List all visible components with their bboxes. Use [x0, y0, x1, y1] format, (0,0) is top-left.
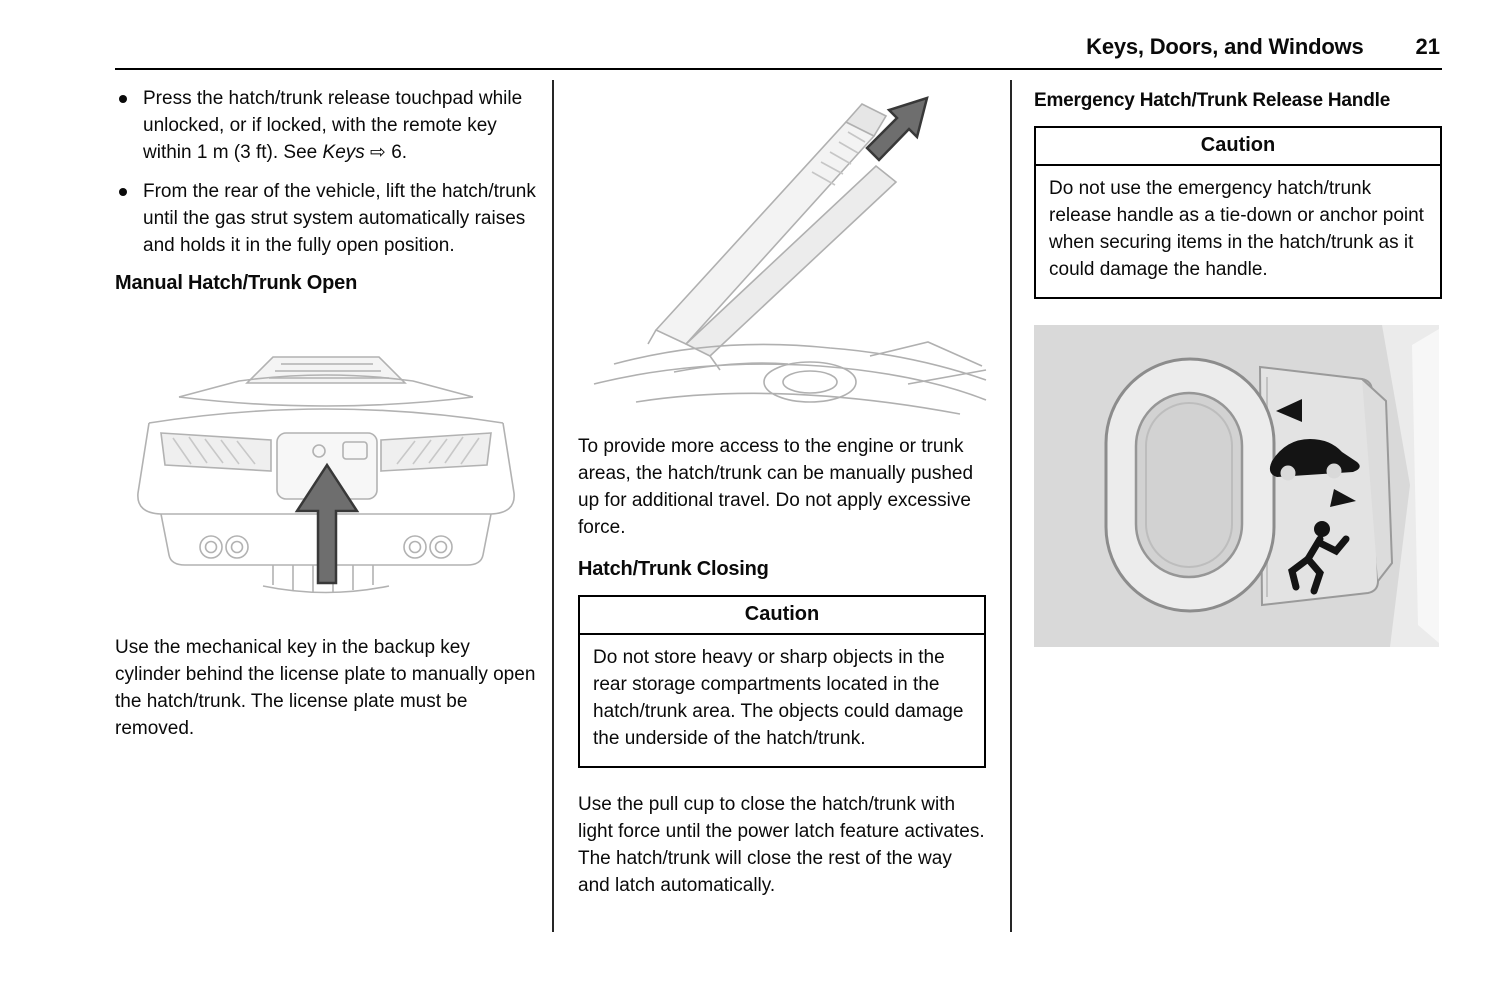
bullet1-text: Press the hatch/trunk release touchpad w…	[143, 88, 523, 163]
manual-open-caption: Use the mechanical key in the backup key…	[115, 636, 536, 739]
release-handle-illustration	[1034, 324, 1439, 647]
hatch-travel-paragraph: To provide more access to the engine or …	[578, 436, 974, 538]
heading-manual-hatch-trunk-open: Manual Hatch/Trunk Open	[115, 271, 358, 294]
bullet-text: From the rear of the vehicle, lift the h…	[143, 180, 536, 256]
cross-reference-page: ⇨ 6.	[364, 141, 408, 163]
caution-box-release-handle: Caution Do not use the emergency hatch/t…	[1034, 126, 1442, 299]
bullet-list: Press the hatch/trunk release touchpad w…	[115, 86, 536, 260]
heading-hatch-trunk-closing: Hatch/Trunk Closing	[578, 557, 769, 580]
caution-title: Caution	[580, 597, 984, 635]
caution-title: Caution	[1036, 128, 1440, 166]
caution-box-closing: Caution Do not store heavy or sharp obje…	[578, 594, 986, 768]
triangle-arrow-icon	[1276, 398, 1302, 422]
page-number: 21	[1415, 34, 1440, 59]
header-rule	[115, 68, 1442, 70]
car-pictogram-icon	[1269, 438, 1360, 481]
list-item: From the rear of the vehicle, lift the h…	[115, 179, 536, 260]
column-right: Emergency Hatch/Trunk Release Handle Cau…	[1012, 80, 1442, 932]
heading-emergency-release-handle: Emergency Hatch/Trunk Release Handle	[1034, 90, 1391, 111]
rear-view-illustration	[136, 356, 515, 594]
bullet-icon	[119, 95, 127, 103]
bullet-icon	[119, 187, 127, 196]
triangle-arrow-icon	[1330, 488, 1356, 507]
list-item: Press the hatch/trunk release touchpad w…	[115, 86, 536, 167]
column-left: Press the hatch/trunk release touchpad w…	[115, 80, 552, 932]
caution-body: Do not store heavy or sharp objects in t…	[593, 646, 964, 749]
bullet-text: Press the hatch/trunk release touchpad w…	[143, 86, 536, 167]
content-columns: Press the hatch/trunk release touchpad w…	[115, 80, 1442, 932]
cross-reference: Keys	[322, 141, 365, 163]
page-header: Keys, Doors, and Windows 21	[115, 34, 1442, 60]
column-middle: To provide more access to the engine or …	[552, 80, 1012, 932]
up-right-arrow-icon	[865, 96, 929, 162]
page-title: Keys, Doors, and Windows	[1086, 34, 1364, 59]
caution-body: Do not use the emergency hatch/trunk rel…	[1049, 178, 1424, 280]
running-person-icon	[1288, 520, 1350, 595]
hatch-open-illustration	[593, 96, 987, 415]
up-arrow-icon	[294, 462, 359, 585]
hatch-closing-paragraph: Use the pull cup to close the hatch/trun…	[578, 793, 985, 896]
